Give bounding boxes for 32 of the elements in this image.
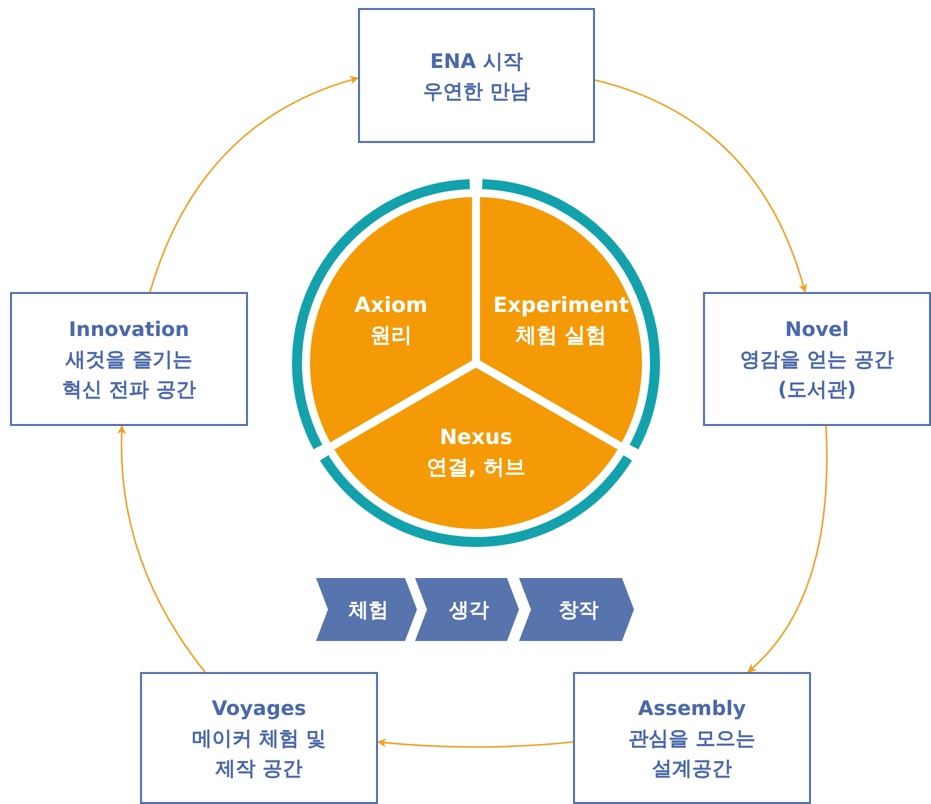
box-text: 영감을 얻는 공간 (도서관) [739, 346, 895, 403]
sector-text: 체험 실험 [514, 322, 608, 349]
arrow [377, 738, 574, 748]
chevron-step [415, 578, 519, 641]
arrow [747, 426, 828, 673]
sector-heading: Nexus [438, 424, 514, 451]
sector-text: 연결, 허브 [426, 454, 526, 481]
arrow [149, 76, 359, 292]
box-heading: Voyages [212, 695, 306, 722]
text-box [703, 292, 931, 426]
box-text: 메이커 체험 및 제작 공간 [191, 725, 327, 782]
box-heading: Novel [785, 316, 849, 343]
step-label: 체험 [348, 596, 388, 623]
arrow [117, 425, 206, 672]
sector-heading: Axiom [354, 292, 428, 319]
text-box [140, 672, 378, 804]
step-label: 창작 [558, 596, 598, 623]
box-heading: ENA 시작 [430, 48, 523, 74]
box-heading: Innovation [68, 316, 190, 343]
arrow [594, 79, 807, 293]
box-text: 우연한 만남 [423, 78, 530, 104]
step-label: 생각 [449, 596, 489, 623]
text-box [573, 672, 811, 804]
box-heading: Assembly [638, 695, 746, 722]
sector-heading: Experiment [493, 292, 629, 319]
chevron-step [519, 578, 634, 641]
sector-text: 원리 [369, 322, 413, 349]
text-box [10, 292, 248, 426]
text-box [358, 8, 595, 143]
box-text: 관심을 모으는 설계공간 [628, 725, 756, 782]
box-text: 새것을 즐기는 혁신 전파 공간 [61, 346, 197, 403]
chevron-step [316, 578, 417, 641]
